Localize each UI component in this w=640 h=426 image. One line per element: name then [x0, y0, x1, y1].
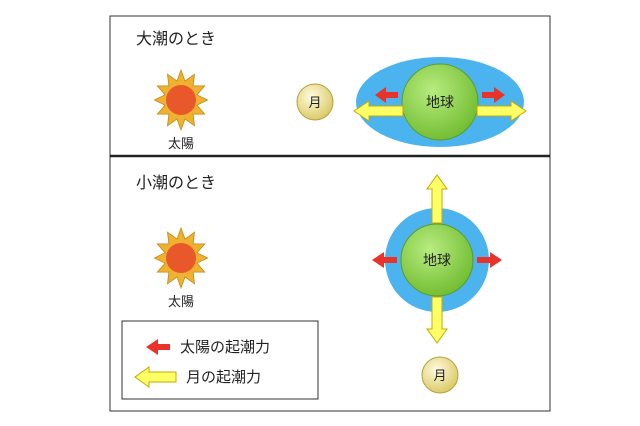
earth-globe [400, 223, 474, 297]
moon-force-arrow-right [476, 100, 527, 122]
spring-tide-panel: 大潮のとき 太陽 月 地球 [136, 29, 527, 152]
sun-force-arrow-left [372, 252, 397, 268]
earth-label: 地球 [423, 253, 451, 269]
sun-force-arrow-left [375, 87, 398, 103]
neap-tide-panel: 小潮のとき 太陽 地球 月 太陽の起潮力 月の起潮力 [121, 173, 502, 400]
neap-tide-title: 小潮のとき [136, 173, 216, 192]
sun-icon [153, 68, 209, 132]
sun-icon [153, 226, 209, 290]
sun-label: 太陽 [168, 295, 194, 310]
spring-tide-title: 大潮のとき [136, 29, 216, 48]
moon-force-arrow-left [353, 100, 404, 122]
earth-globe [401, 63, 479, 141]
legend-sun-arrow [146, 339, 170, 355]
sun-force-arrow-right [482, 87, 505, 103]
moon-force-arrow-up [426, 174, 448, 224]
sun-force-arrow-right [477, 252, 502, 268]
legend-moon-arrow [134, 366, 177, 388]
legend-moon-force-label: 月の起潮力 [186, 368, 261, 386]
sun-label: 太陽 [168, 137, 194, 152]
moon-label: 月 [433, 369, 446, 384]
moon-icon [421, 356, 459, 394]
moon-icon [296, 83, 334, 121]
earth-label: 地球 [426, 95, 454, 111]
moon-label: 月 [308, 96, 321, 111]
legend-sun-force-label: 太陽の起潮力 [180, 338, 270, 356]
legend: 太陽の起潮力 月の起潮力 [121, 320, 319, 400]
moon-force-arrow-down [426, 296, 448, 344]
